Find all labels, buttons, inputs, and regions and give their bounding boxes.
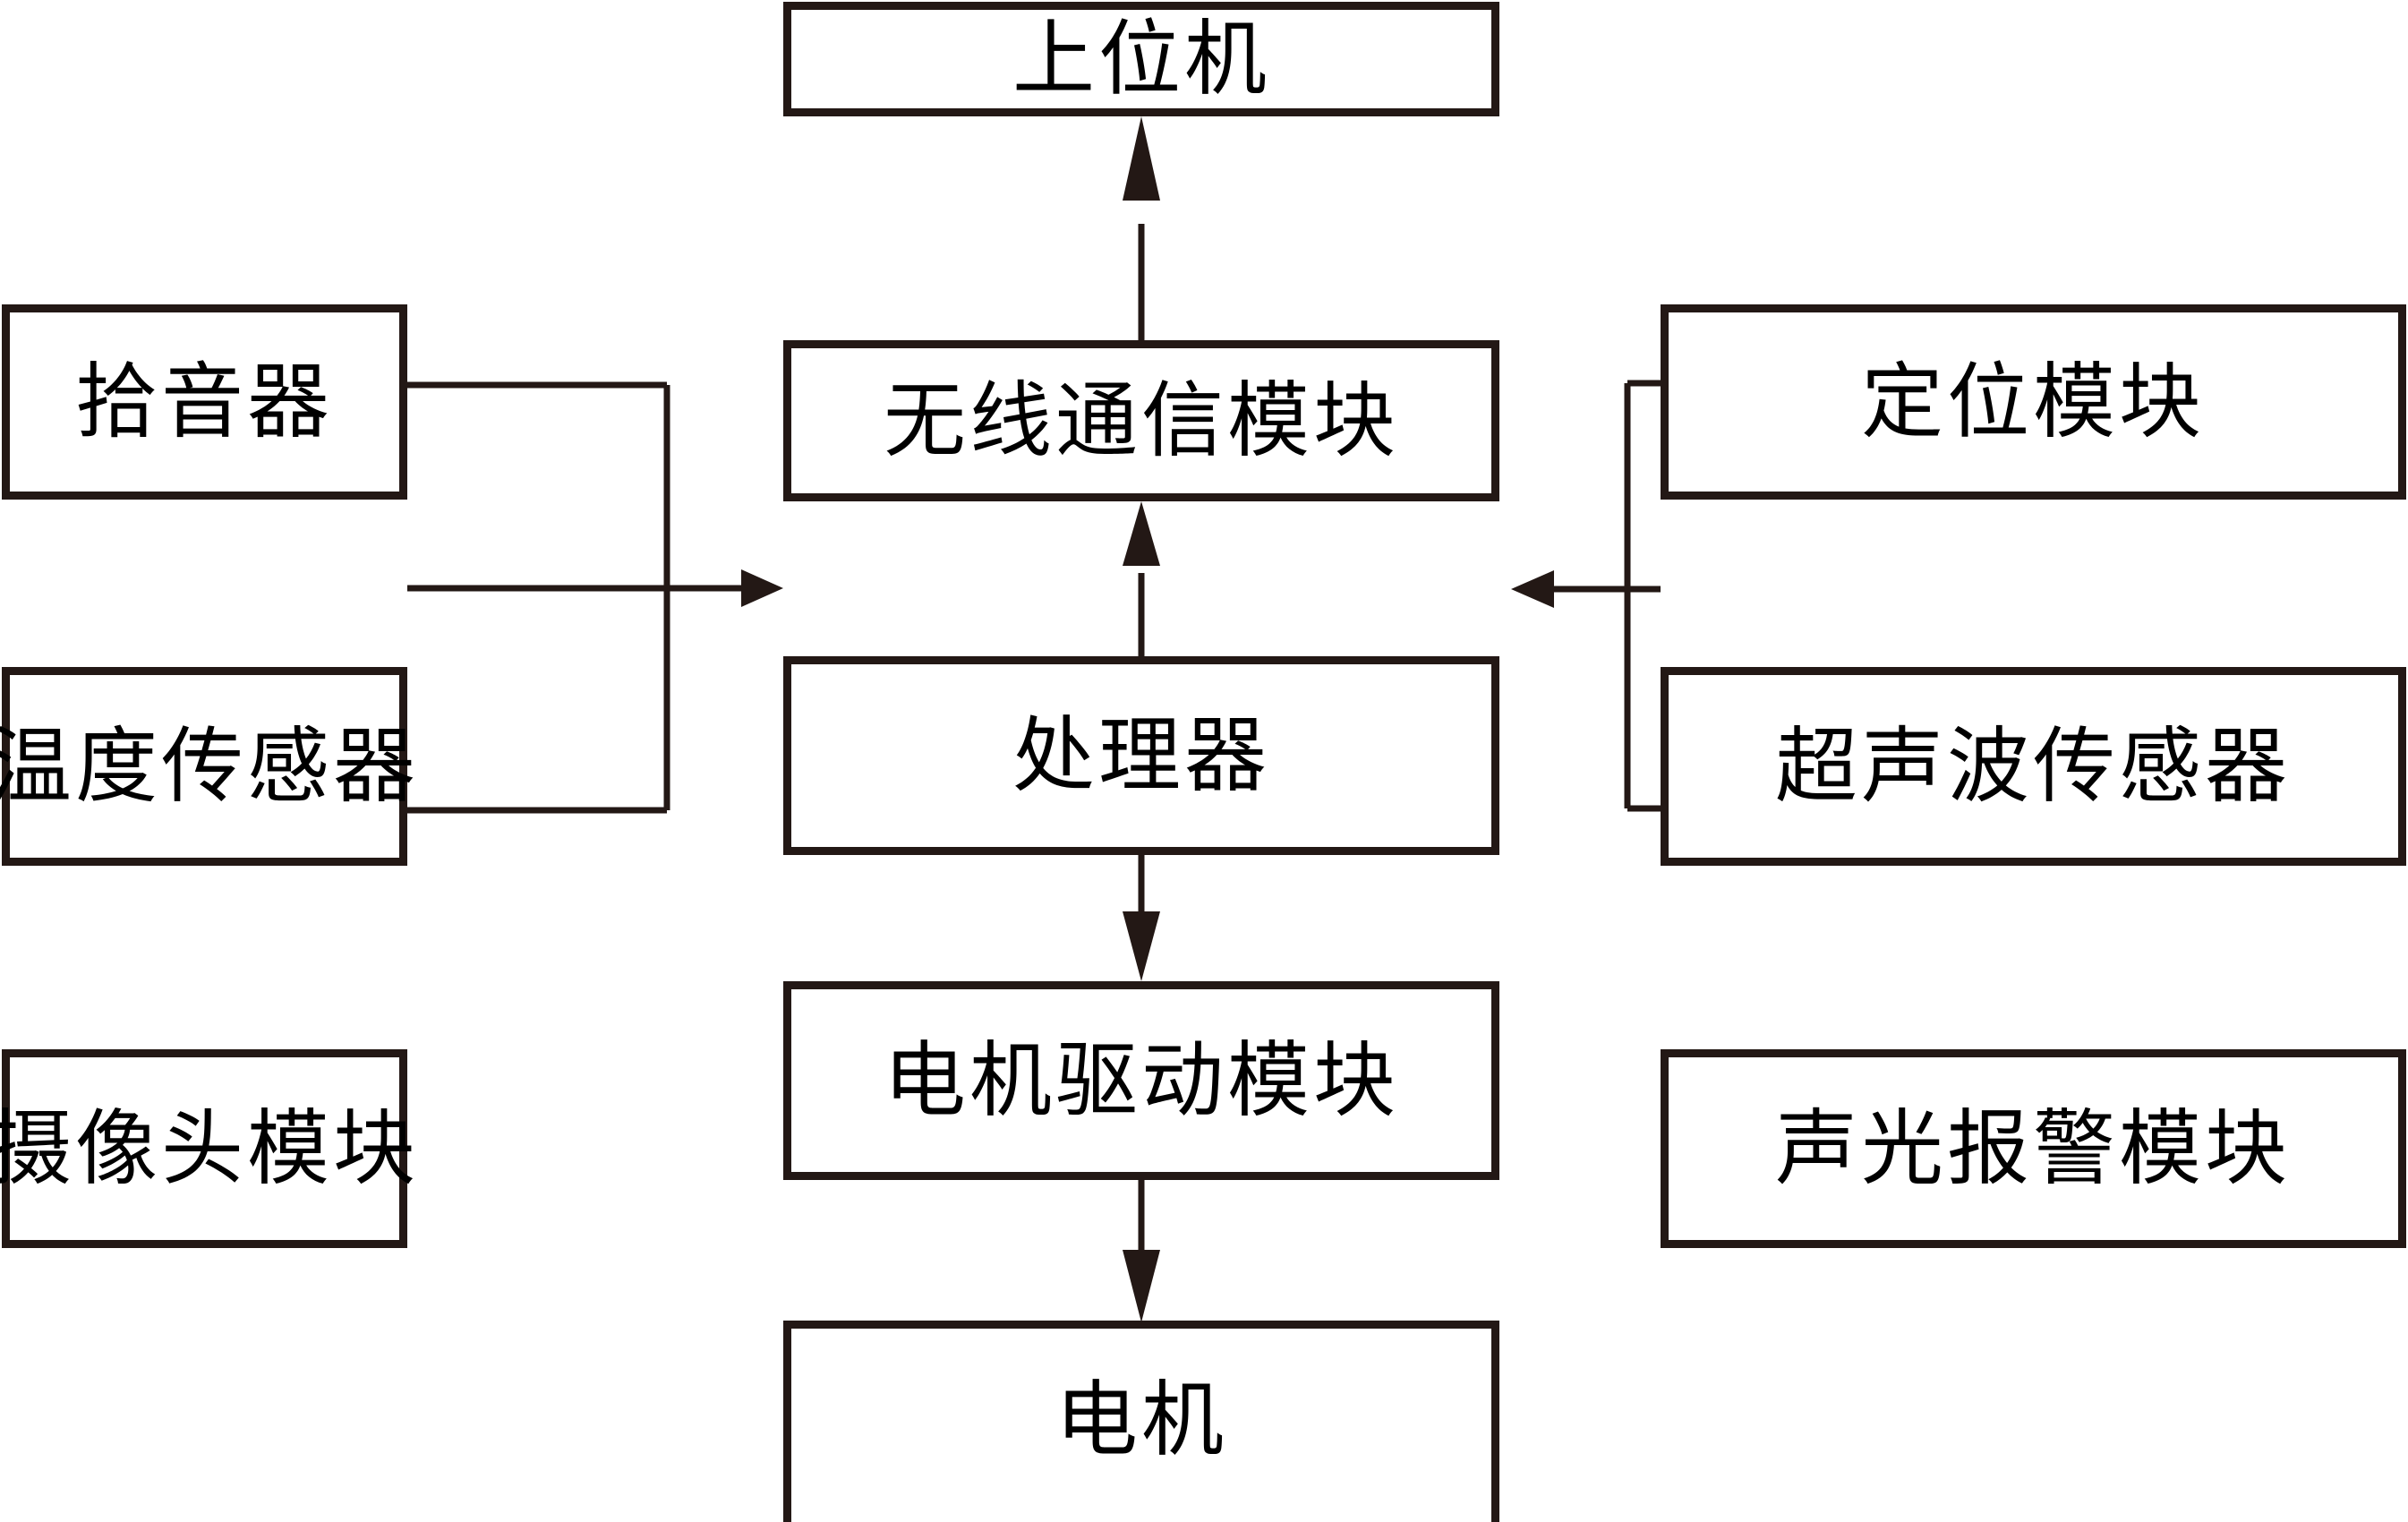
node-camera-module-box[interactable] xyxy=(2,1049,407,1248)
node-alarm-module-box[interactable] xyxy=(1661,1049,2406,1248)
node-wireless-module-box[interactable] xyxy=(783,340,1499,501)
node-motor[interactable]: 电机 xyxy=(783,1321,1499,1522)
arrowhead-right-bus-into-processor xyxy=(1511,570,1554,608)
connector-right-bus xyxy=(1511,380,1661,812)
node-ultrasonic-sensor-box[interactable] xyxy=(1661,667,2406,866)
node-motor-drive-module-label: 电机驱动模块 xyxy=(884,1033,1399,1129)
node-wireless-module[interactable]: 无线通信模块 xyxy=(783,340,1499,501)
node-pickup-box[interactable] xyxy=(2,304,407,500)
node-processor-label: 处理器 xyxy=(1012,708,1270,804)
node-positioning-module[interactable]: 定位模块 xyxy=(1661,304,2406,500)
arrowhead-wireless-to-host xyxy=(1123,116,1160,201)
node-ultrasonic-sensor-label: 超声波传感器 xyxy=(1775,719,2291,815)
node-processor[interactable]: 处理器 xyxy=(783,656,1499,855)
connector-wireless-to-host xyxy=(1123,116,1160,340)
node-positioning-module-box[interactable] xyxy=(1661,304,2406,500)
connector-left-bus xyxy=(407,381,783,814)
node-temperature-sensor-box[interactable] xyxy=(2,667,407,866)
node-wireless-module-label: 无线通信模块 xyxy=(884,373,1399,469)
node-motor-drive-module-box[interactable] xyxy=(783,981,1499,1180)
node-ultrasonic-sensor[interactable]: 超声波传感器 xyxy=(1661,667,2406,866)
node-pickup-label: 拾音器 xyxy=(75,355,333,450)
node-host-computer-label: 上位机 xyxy=(1012,12,1270,107)
node-motor-label: 电机 xyxy=(1055,1372,1227,1468)
arrowhead-processor-to-motordrive xyxy=(1123,911,1160,981)
arrowhead-motordrive-to-motor xyxy=(1123,1250,1160,1322)
node-temperature-sensor[interactable]: 温度传感器 xyxy=(0,667,419,866)
node-positioning-module-label: 定位模块 xyxy=(1861,355,2205,450)
node-host-computer-box[interactable] xyxy=(783,2,1499,116)
node-motor-drive-module[interactable]: 电机驱动模块 xyxy=(783,981,1499,1180)
node-host-computer[interactable]: 上位机 xyxy=(783,2,1499,116)
node-processor-box[interactable] xyxy=(783,656,1499,855)
node-alarm-module[interactable]: 声光报警模块 xyxy=(1661,1049,2406,1248)
connector-processor-to-motordrive xyxy=(1123,855,1160,981)
node-camera-module[interactable]: 摄像头模块 xyxy=(0,1049,419,1248)
node-camera-module-label: 摄像头模块 xyxy=(0,1101,419,1197)
connector-motordrive-to-motor xyxy=(1123,1180,1160,1322)
node-temperature-sensor-label: 温度传感器 xyxy=(0,719,419,815)
node-motor-box[interactable] xyxy=(783,1321,1499,1522)
node-pickup[interactable]: 拾音器 xyxy=(2,304,407,500)
arrowhead-left-bus-into-processor xyxy=(741,569,783,607)
node-alarm-module-label: 声光报警模块 xyxy=(1775,1101,2291,1197)
arrowhead-processor-to-wireless xyxy=(1123,501,1160,566)
connector-processor-to-wireless xyxy=(1123,501,1160,656)
